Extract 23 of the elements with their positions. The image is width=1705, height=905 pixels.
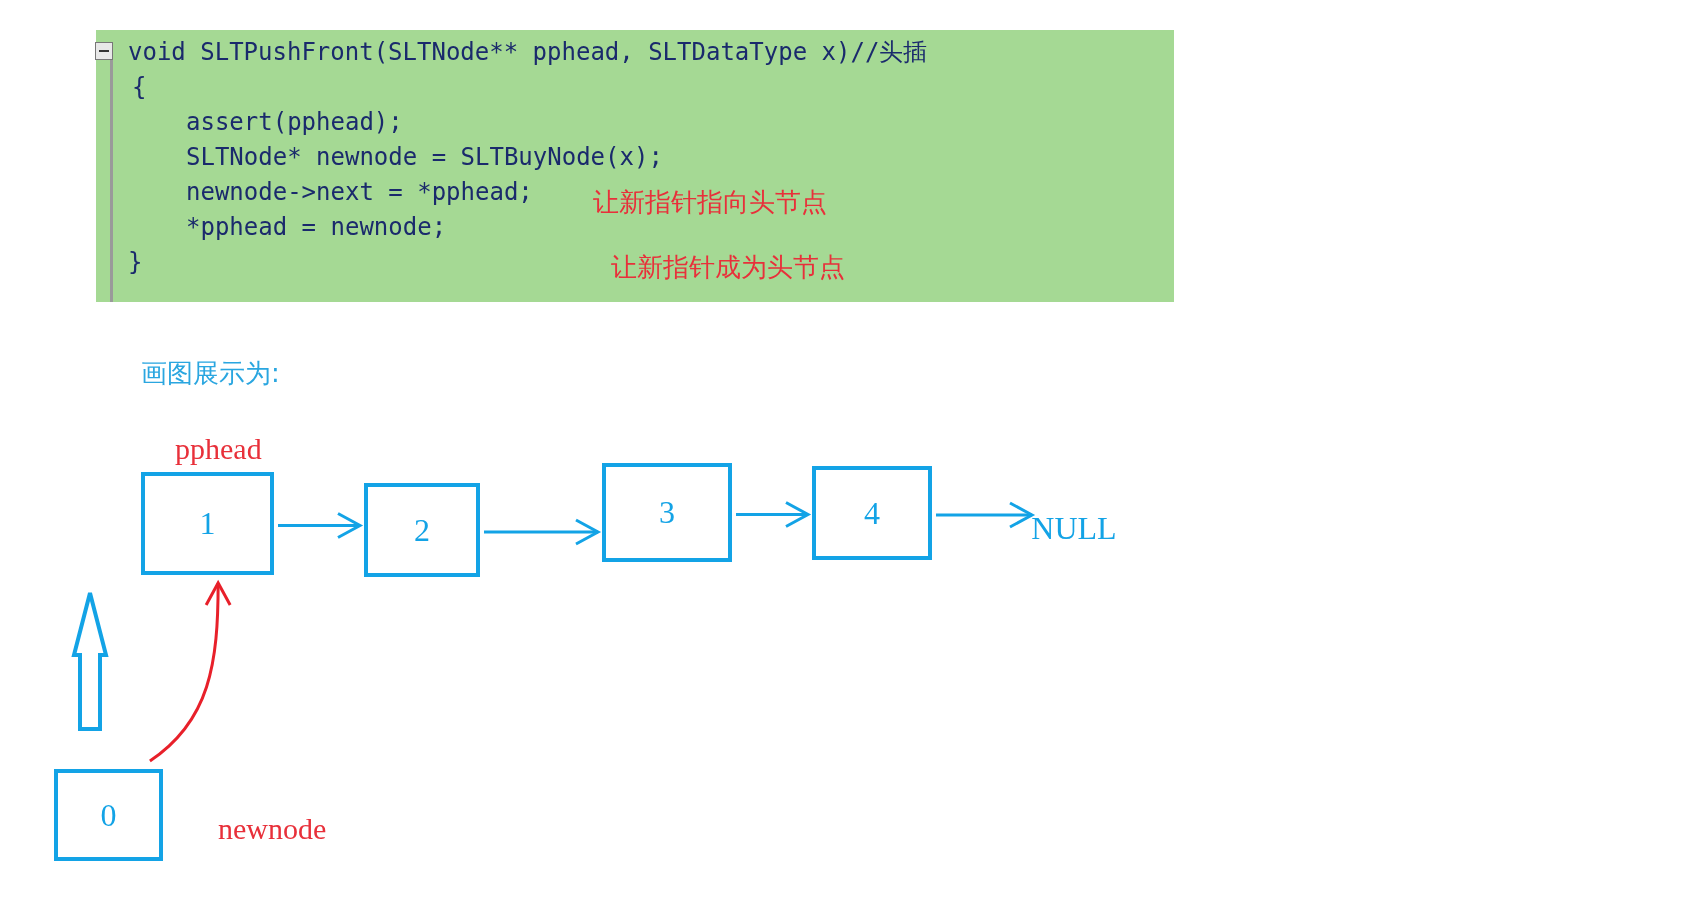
list-node-box: 1 xyxy=(141,472,274,575)
code-line: } xyxy=(128,247,143,277)
code-panel xyxy=(96,30,1174,302)
list-node-box: 2 xyxy=(364,483,480,577)
arrow xyxy=(484,518,600,546)
code-line: newnode->next = *pphead; xyxy=(186,177,533,207)
code-line: assert(pphead); xyxy=(186,107,403,137)
heading-text: 画图展示为: xyxy=(141,357,280,390)
annotation-text: 让新指针指向头节点 xyxy=(593,186,827,219)
annotation-text: 让新指针成为头节点 xyxy=(611,251,845,284)
code-line: *pphead = newnode; xyxy=(186,212,447,242)
pointer-label: newnode xyxy=(218,812,327,846)
list-node-box: 0 xyxy=(54,769,163,861)
arrow xyxy=(149,581,232,763)
arrow xyxy=(278,512,362,539)
code-line: { xyxy=(132,72,147,102)
code-line: void SLTPushFront(SLTNode** pphead, SLTDataType x)//头插 xyxy=(128,37,928,67)
list-node-box: 4 xyxy=(812,466,932,560)
list-node-box: 3 xyxy=(602,463,732,562)
pointer-label: pphead xyxy=(175,432,262,466)
code-line: SLTNode* newnode = SLTBuyNode(x); xyxy=(186,142,663,172)
arrow xyxy=(736,501,810,528)
arrow xyxy=(936,501,1034,529)
